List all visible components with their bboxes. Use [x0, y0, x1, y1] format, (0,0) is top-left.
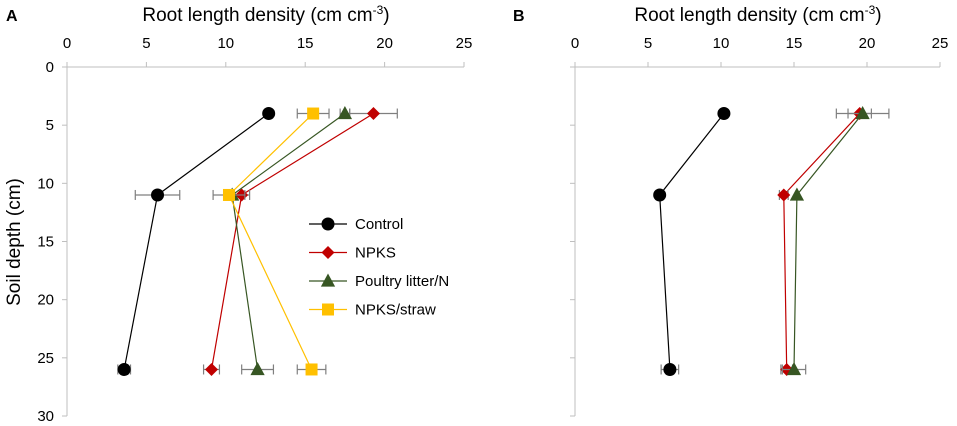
data-point: [307, 107, 320, 120]
x-tick-label: 25: [456, 35, 473, 52]
x-tick-label: 20: [376, 35, 393, 52]
x-axis-title-close: ): [875, 5, 881, 26]
legend-marker: [321, 246, 335, 259]
data-point: [151, 188, 165, 202]
data-point: [337, 106, 353, 120]
series-line: [123, 113, 270, 370]
panel-letter: B: [513, 8, 525, 25]
legend-label: NPKS: [355, 245, 396, 262]
legend-marker: [320, 273, 336, 287]
legend-label: Poultry litter/N: [355, 273, 449, 290]
x-tick-label: 15: [297, 35, 314, 52]
series-line: [793, 113, 864, 370]
y-axis-title: Soil depth (cm): [4, 178, 25, 306]
x-tick-label: 10: [713, 35, 730, 52]
x-tick-label: 5: [644, 35, 652, 52]
legend-entry-straw: NPKS/straw: [309, 302, 436, 319]
series-line: [228, 113, 314, 370]
data-point: [205, 362, 219, 376]
x-axis-title: Root length density (cm cm-3): [634, 3, 881, 26]
series-poultry: [781, 106, 890, 376]
data-point: [305, 363, 318, 376]
data-point: [789, 187, 805, 201]
legend-label: NPKS/straw: [355, 302, 436, 319]
x-tick-label: 5: [142, 35, 150, 52]
x-tick-label: 20: [859, 35, 876, 52]
y-tick-label: 30: [37, 408, 54, 425]
x-axis-title: Root length density (cm cm-3): [142, 3, 389, 26]
legend-entry-poultry: Poultry litter/N: [309, 273, 449, 290]
series-control: [117, 107, 276, 376]
panel-b: B Root length density (cm cm-3) 0 5 10 15 20 25: [513, 3, 949, 417]
panel-a: A Root length density (cm cm-3) 0 5 10 15 20 25…: [4, 3, 472, 425]
series-control: [653, 107, 731, 376]
series-line: [231, 113, 346, 370]
data-point: [717, 107, 731, 121]
legend-entry-npks: NPKS: [309, 245, 396, 262]
series-straw: [212, 107, 330, 376]
legend-marker: [321, 217, 335, 231]
panel-letter: A: [6, 8, 18, 25]
data-point: [855, 106, 870, 120]
legend-marker: [322, 303, 334, 316]
x-axis-title-superscript: -3: [373, 3, 384, 17]
x-tick-label: 15: [786, 35, 803, 52]
data-point: [117, 362, 131, 376]
legend-entry-control: Control: [309, 216, 403, 233]
y-tick-label: 25: [37, 350, 54, 367]
x-axis-title-close: ): [383, 5, 389, 26]
data-point: [653, 188, 667, 202]
y-tick-label: 15: [37, 234, 54, 251]
x-axis-title-superscript: -3: [865, 3, 876, 17]
data-point: [777, 188, 791, 202]
data-point: [786, 361, 802, 376]
data-point: [663, 362, 677, 376]
y-tick-label: 20: [37, 292, 54, 309]
y-tick-label: 0: [46, 59, 54, 76]
series-npks: [777, 107, 872, 376]
data-point: [222, 188, 235, 201]
y-tick-label: 5: [46, 117, 54, 134]
data-point: [262, 107, 276, 121]
x-tick-label: 0: [571, 35, 579, 52]
x-tick-label: 0: [63, 35, 71, 52]
data-point: [366, 107, 380, 121]
y-tick-label: 10: [37, 175, 54, 192]
series-npks: [202, 107, 398, 376]
x-axis-title-text: Root length density (cm cm: [634, 5, 864, 26]
series-poultry: [225, 106, 353, 376]
x-axis-title-text: Root length density (cm cm: [142, 5, 372, 26]
series-line: [659, 113, 725, 370]
x-tick-label: 10: [217, 35, 234, 52]
data-point: [250, 361, 265, 376]
legend-label: Control: [355, 216, 403, 233]
x-tick-label: 25: [932, 35, 949, 52]
